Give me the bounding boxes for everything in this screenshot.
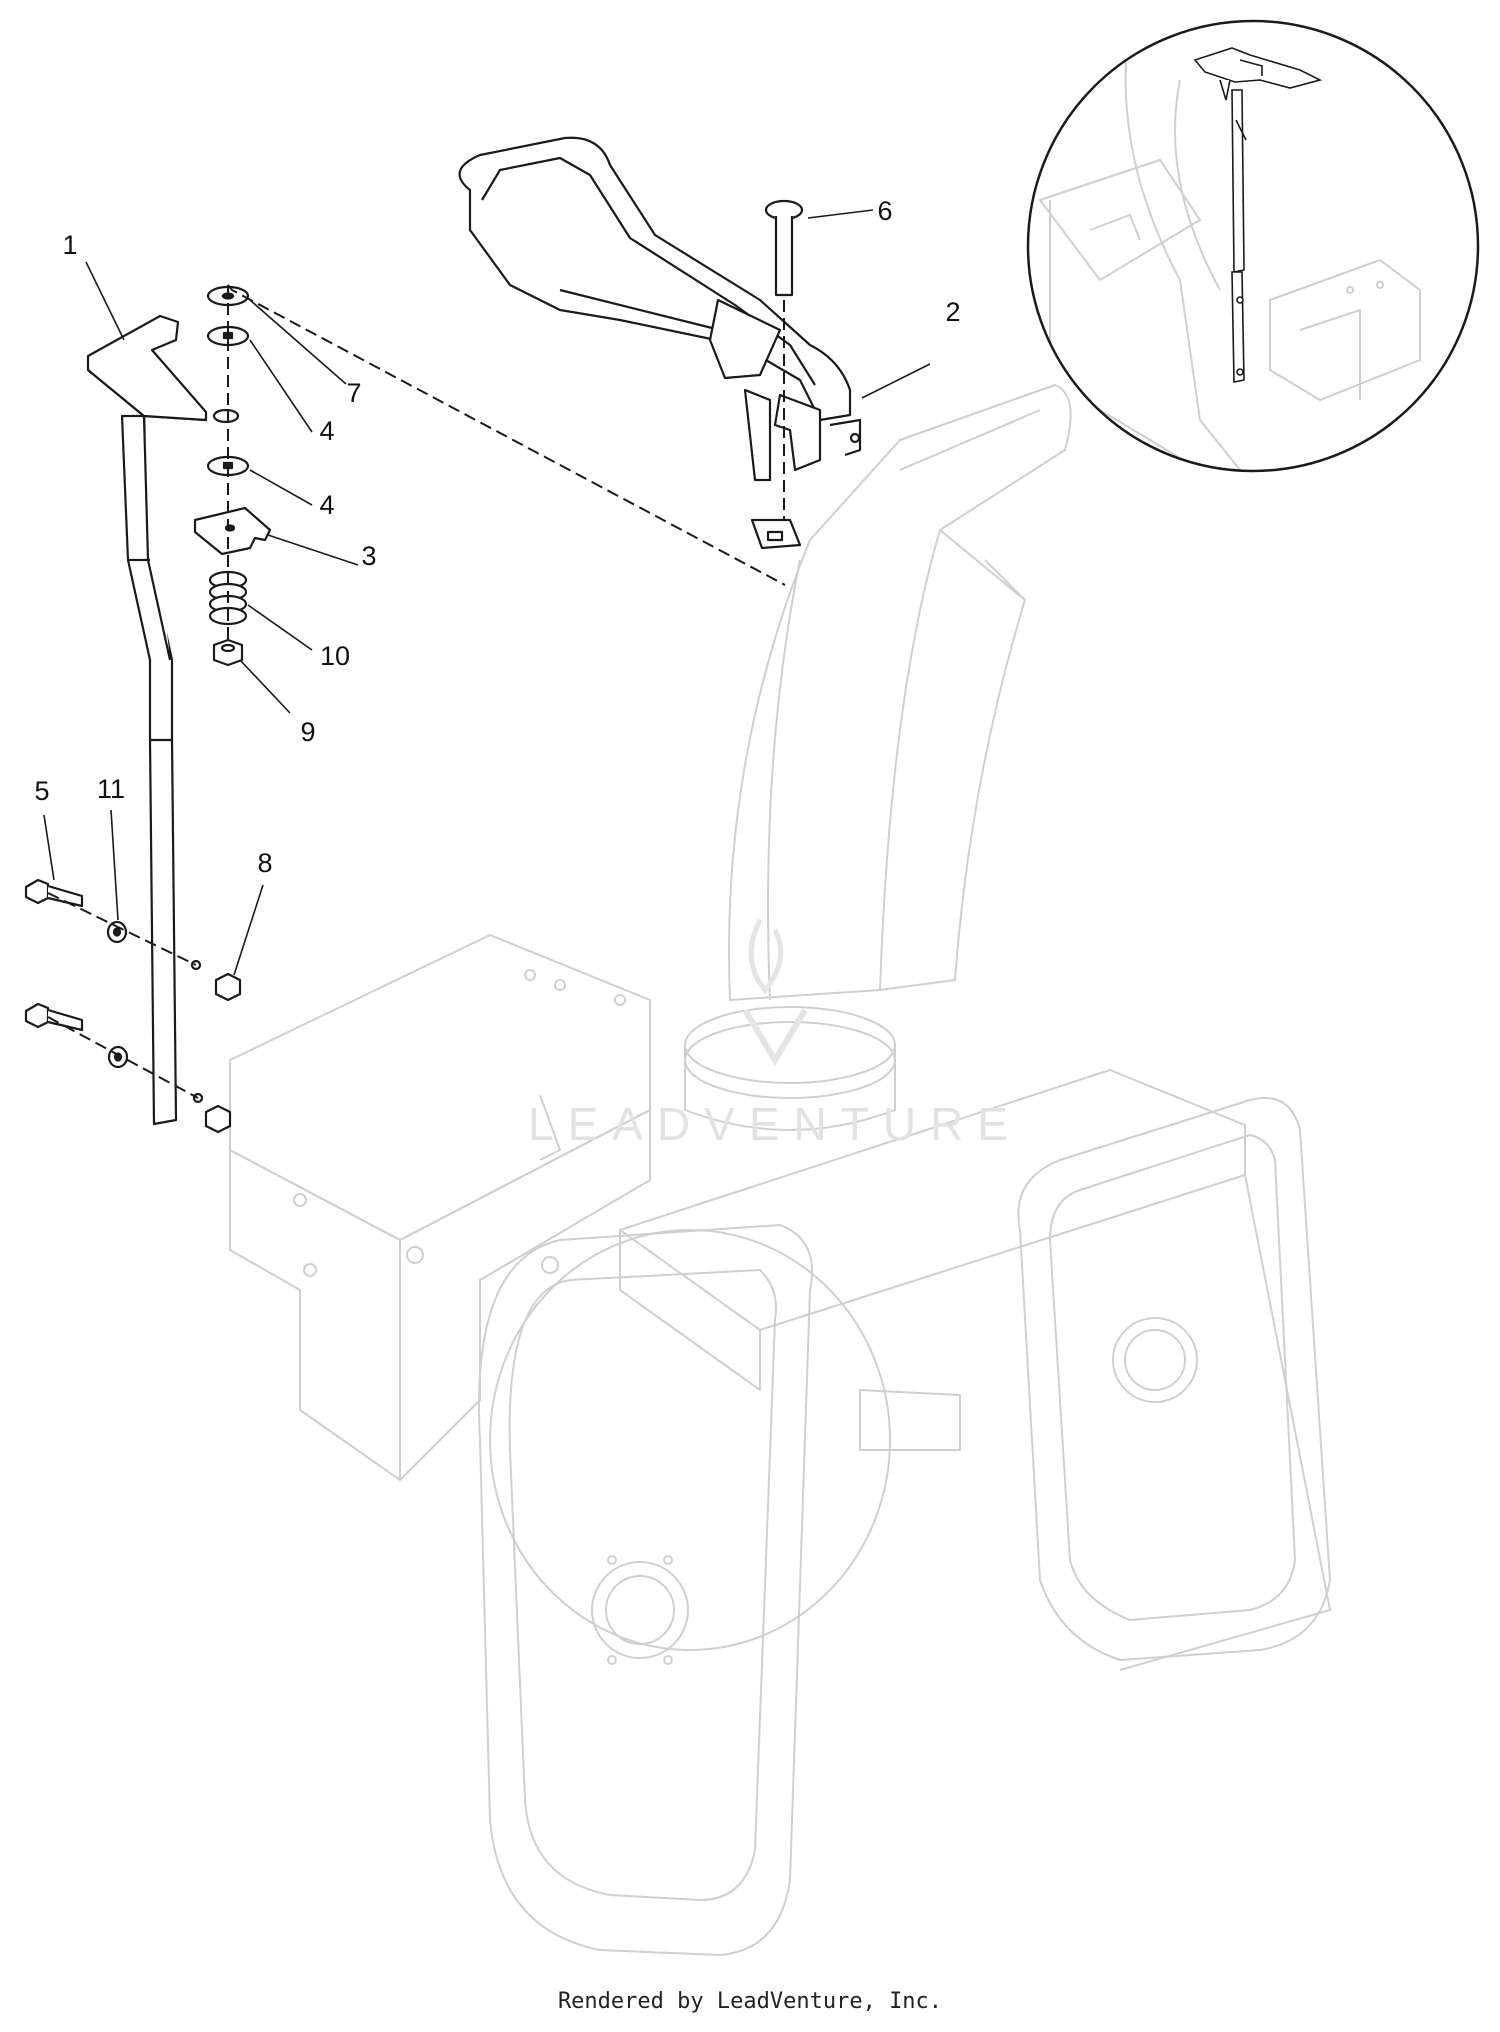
callout-7: 7 <box>346 378 361 408</box>
assembly-lines <box>47 284 786 1099</box>
callout-1: 1 <box>62 230 77 260</box>
callout-8: 8 <box>257 848 272 878</box>
inset-detail-view <box>1026 19 1480 473</box>
part-clevis-pin <box>764 199 804 297</box>
part-washer-11-lower <box>107 1045 129 1069</box>
part-bolt-lower <box>24 1002 84 1032</box>
callout-2: 2 <box>945 297 960 327</box>
callout-6: 6 <box>877 196 892 226</box>
callout-9: 9 <box>300 717 315 747</box>
part-nut-9 <box>212 638 244 667</box>
callout-10: 10 <box>320 641 350 671</box>
callout-5: 5 <box>34 776 49 806</box>
snow-thrower-housing <box>229 384 1331 1956</box>
footer-credit: Rendered by LeadVenture, Inc. <box>557 1989 943 2014</box>
part-nut-8-upper <box>214 972 242 1002</box>
watermark: LEADVENTURE <box>528 918 1022 1150</box>
callouts: 1 2 3 4 4 5 6 7 8 9 10 11 <box>34 196 960 878</box>
part-deflector-handle <box>458 136 862 550</box>
callout-4-lower: 4 <box>319 490 334 520</box>
part-bolt-upper <box>24 878 84 908</box>
part-nut-8-lower <box>204 1104 232 1134</box>
part-control-rod <box>86 314 208 1126</box>
leader-lines <box>43 209 931 976</box>
part-washer-11-upper <box>106 920 128 944</box>
part-spring <box>208 570 248 626</box>
callout-4-upper: 4 <box>319 416 334 446</box>
watermark-text: LEADVENTURE <box>528 1098 1022 1150</box>
part-plate <box>193 506 272 556</box>
callout-11: 11 <box>97 774 125 804</box>
callout-3: 3 <box>361 541 376 571</box>
